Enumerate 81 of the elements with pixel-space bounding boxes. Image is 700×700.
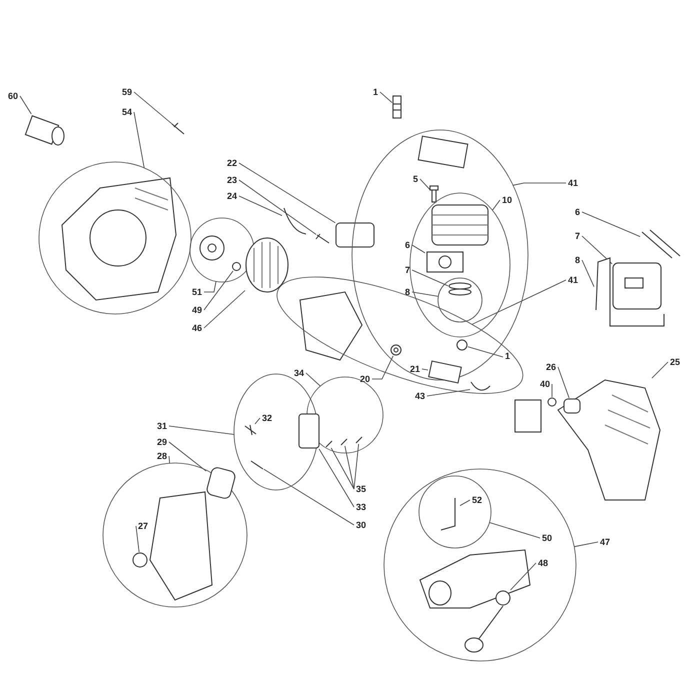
callout-number: 41	[568, 178, 578, 188]
callout-number: 29	[157, 436, 167, 448]
leader-line	[136, 526, 140, 552]
callout-number: 24	[227, 190, 237, 202]
leader-line	[510, 562, 536, 590]
callout-number: 8	[575, 254, 580, 266]
leader-line	[344, 446, 354, 490]
callout-number: 33	[356, 502, 366, 512]
leader-line	[582, 236, 612, 264]
leader-line	[420, 178, 430, 190]
leader-line	[574, 542, 598, 548]
callout-number: 59	[122, 86, 132, 98]
leader-line	[204, 290, 246, 328]
leader-line	[168, 442, 206, 472]
callout-number: 41	[568, 274, 578, 286]
callout-number: 48	[538, 558, 548, 568]
callout-number: 7	[405, 264, 410, 276]
leader-line	[263, 468, 354, 526]
leader-line	[134, 112, 145, 168]
callout-number: 34	[294, 368, 304, 378]
leader-line	[168, 456, 170, 464]
callout-number: 1	[373, 86, 378, 98]
leader-line	[168, 426, 235, 435]
leader-line	[306, 372, 321, 386]
leader-line	[492, 200, 500, 211]
leader-line	[582, 260, 594, 288]
callout-number: 46	[192, 322, 202, 334]
leader-line	[372, 356, 394, 380]
callout-number: 54	[122, 106, 132, 118]
leader-line	[254, 418, 260, 424]
callout-number: 32	[262, 412, 272, 424]
callout-number: 47	[600, 536, 610, 548]
leader-line	[422, 368, 428, 370]
callout-number: 10	[502, 194, 512, 206]
leader-line	[468, 346, 504, 358]
callout-number: 30	[356, 520, 366, 530]
leader-line	[652, 362, 668, 378]
callout-number: 1	[504, 351, 510, 362]
callout-number: 50	[542, 532, 552, 544]
callout-number: 52	[472, 494, 482, 506]
callout-number: 6	[405, 240, 410, 250]
leader-line	[134, 92, 172, 124]
leader-line	[558, 366, 570, 398]
callout-number: 27	[138, 520, 148, 532]
leader-line	[20, 96, 32, 114]
leader-line	[412, 244, 426, 254]
leader-line	[426, 389, 470, 396]
leader-line	[330, 448, 354, 490]
leader-line	[204, 281, 216, 292]
leader-line	[472, 280, 566, 325]
callout-number: 22	[227, 158, 237, 168]
callout-number: 7	[575, 230, 580, 242]
callout-number: 8	[405, 286, 410, 298]
callout-number: 43	[415, 390, 425, 402]
callout-number: 35	[356, 484, 366, 494]
leader-line	[238, 162, 336, 224]
leader-line	[412, 270, 448, 286]
callout-number: 49	[192, 304, 202, 316]
leader-line	[489, 522, 540, 538]
leader-line	[238, 196, 282, 216]
leader-line	[354, 444, 359, 490]
callout-number: 5	[413, 174, 418, 184]
callout-number: 20	[360, 374, 370, 384]
callout-number: 25	[670, 356, 680, 368]
leader-line	[582, 212, 640, 237]
leader-line	[238, 180, 316, 235]
leader-line	[204, 270, 234, 310]
leader-line	[318, 448, 354, 508]
callout-number: 40	[540, 378, 550, 390]
leader-line	[512, 182, 566, 186]
callout-number: 31	[157, 420, 167, 432]
callout-number: 28	[157, 450, 167, 462]
callout-number: 60	[8, 90, 18, 102]
callout-number: 6	[575, 206, 580, 218]
callout-number: 21	[410, 364, 420, 374]
callout-number: 23	[227, 174, 237, 186]
callout-number: 26	[546, 362, 556, 372]
callout-number: 51	[192, 286, 202, 298]
leader-line	[412, 292, 439, 297]
leader-line	[460, 500, 470, 506]
leader-line	[380, 92, 392, 103]
